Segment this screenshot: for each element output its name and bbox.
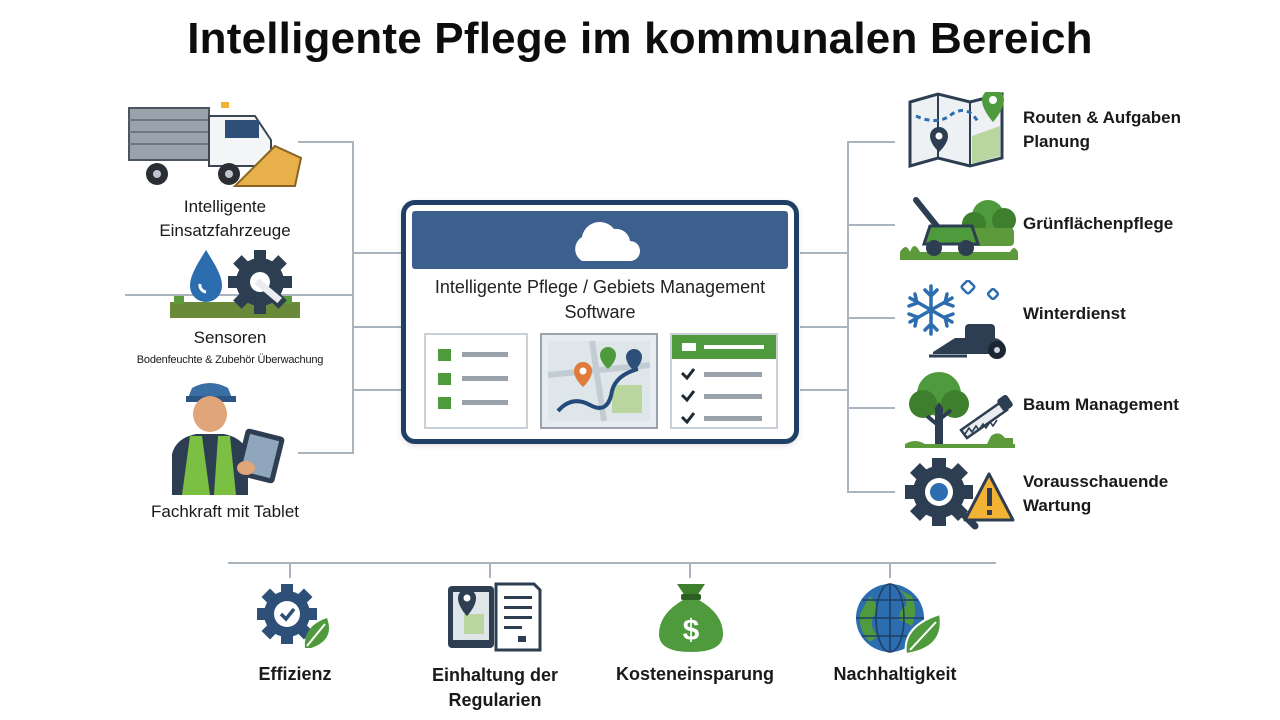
map-panel	[540, 333, 658, 429]
worker-tablet-icon	[170, 380, 290, 495]
node-label-routen: Routen & Aufgaben Planung	[1023, 108, 1182, 151]
sensor-gear-icon	[170, 248, 300, 322]
snowflake-icon	[905, 280, 1015, 360]
node-label-winter: Winterdienst	[1023, 304, 1126, 323]
node-label-fahrzeuge: Intelligente Einsatzfahrzeuge	[159, 197, 291, 240]
page-title: Intelligente Pflege im kommunalen Bereic…	[187, 14, 1093, 63]
money-bag-icon: $	[655, 580, 727, 654]
compliance-document-icon	[446, 580, 542, 654]
bottom-label-kosten: Kosteneinsparung	[615, 664, 775, 684]
task-list-panel	[424, 333, 528, 429]
list-icon	[438, 349, 508, 409]
tree-saw-icon	[905, 368, 1015, 448]
node-label-fachkraft: Fachkraft mit Tablet	[150, 502, 300, 521]
efficiency-gear-icon	[255, 582, 335, 652]
node-label-wartung: Vorausschauende Wartung	[1023, 472, 1169, 515]
node-label-sensoren: Sensoren Bodenfeuchte & Zubehör Überwach…	[110, 328, 350, 370]
window-header	[412, 211, 788, 269]
bottom-label-effizienz: Effizienz	[258, 664, 332, 684]
globe-leaf-icon	[850, 580, 946, 656]
software-title-line1: Intelligente Pflege / Gebiets Management	[434, 277, 766, 297]
sensor-sublabel: Bodenfeuchte & Zubehör Überwachung	[136, 354, 324, 366]
lawn-mower-icon	[900, 190, 1018, 260]
software-window: Intelligente Pflege / Gebiets Management…	[401, 200, 799, 444]
node-label-baum: Baum Management	[1023, 395, 1179, 414]
software-title: Intelligente Pflege / Gebiets Management…	[426, 275, 774, 325]
checklist-icon	[680, 368, 762, 425]
snowplow-truck-icon	[125, 100, 305, 190]
node-label-gruen: Grünflächenpflege	[1023, 214, 1174, 233]
software-title-line2: Software	[564, 302, 636, 322]
map-route-icon	[547, 340, 651, 422]
route-map-icon	[908, 92, 1008, 168]
cloud-icon	[575, 221, 640, 261]
bottom-label-nachhaltigkeit: Nachhaltigkeit	[833, 664, 957, 684]
bottom-label-regularien: Einhaltung der Regularien	[432, 665, 558, 710]
checklist-header-text	[704, 345, 764, 349]
svg-text:$: $	[683, 614, 700, 647]
checklist-panel	[670, 333, 778, 429]
checklist-header-bar	[682, 343, 696, 351]
sensor-label: Sensoren	[193, 328, 267, 347]
gear-warning-icon	[905, 456, 1015, 530]
